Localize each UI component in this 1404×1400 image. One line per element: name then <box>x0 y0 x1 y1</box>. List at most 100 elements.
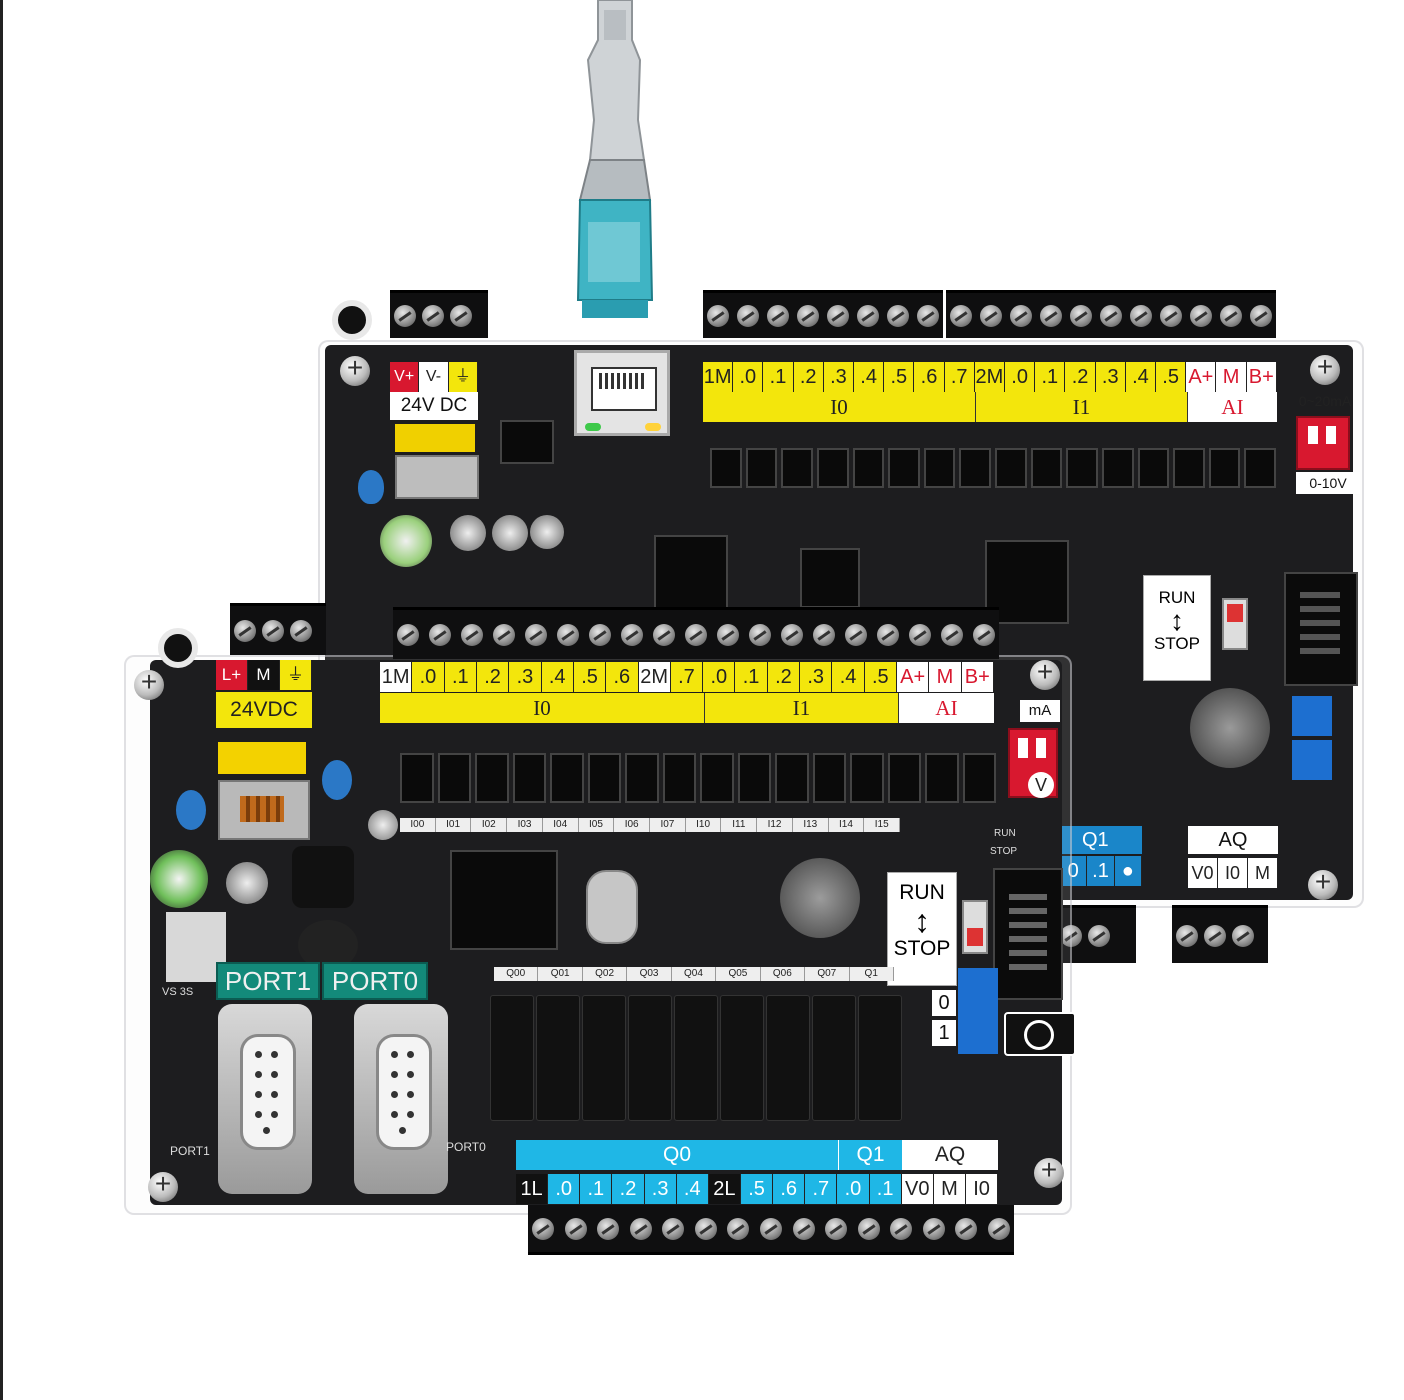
terminal-label: B+ <box>1246 362 1277 392</box>
terminal-screw[interactable] <box>597 1217 620 1240</box>
terminal-screw[interactable] <box>890 1217 913 1240</box>
front-run-stop-plate: RUN ↕ STOP <box>887 872 957 986</box>
group-i1-label: I1 <box>975 392 1187 422</box>
terminal-screw[interactable] <box>922 1217 945 1240</box>
ceramic-capacitor <box>176 790 206 830</box>
vs-silk-label: VS 3S <box>162 986 194 998</box>
ethernet-port[interactable] <box>574 350 670 436</box>
terminal-screw[interactable] <box>532 1217 554 1240</box>
terminal-screw[interactable] <box>621 623 643 646</box>
terminal-screw[interactable] <box>845 623 867 646</box>
terminal-label: .1 <box>869 1174 902 1204</box>
dip-switch[interactable] <box>1296 416 1350 470</box>
terminal-screw[interactable] <box>1100 304 1122 327</box>
terminal-screw[interactable] <box>980 304 1002 327</box>
terminal-screw[interactable] <box>749 623 771 646</box>
terminal-screw[interactable] <box>759 1217 782 1240</box>
mounting-screw <box>148 1168 178 1202</box>
back-aq-terminal-block <box>1172 905 1268 963</box>
terminal-screw[interactable] <box>1160 304 1182 327</box>
terminal-label: .3 <box>1095 362 1126 392</box>
terminal-screw[interactable] <box>450 304 472 327</box>
terminal-screw[interactable] <box>1232 924 1254 947</box>
terminal-screw[interactable] <box>422 304 444 327</box>
pot-1-label: 1 <box>932 1020 956 1046</box>
terminal-screw[interactable] <box>973 623 995 646</box>
terminal-screw[interactable] <box>1250 304 1272 327</box>
terminal-screw[interactable] <box>1190 304 1212 327</box>
terminal-screw[interactable] <box>825 1217 848 1240</box>
terminal-screw[interactable] <box>461 623 483 646</box>
terminal-screw[interactable] <box>1130 304 1152 327</box>
terminal-screw[interactable] <box>813 623 835 646</box>
front-group-labels: I0 I1 AI <box>380 693 994 723</box>
terminal-screw[interactable] <box>987 1217 1010 1240</box>
terminal-screw[interactable] <box>662 1217 685 1240</box>
terminal-screw[interactable] <box>887 304 909 327</box>
terminal-screw[interactable] <box>1204 924 1226 947</box>
terminal-label: .0 <box>1005 362 1036 392</box>
terminal-screw[interactable] <box>525 623 547 646</box>
terminal-screw[interactable] <box>1088 924 1110 947</box>
terminal-screw[interactable] <box>941 623 963 646</box>
terminal-screw[interactable] <box>262 619 284 642</box>
terminal-screw[interactable] <box>727 1217 750 1240</box>
port0-db9-connector[interactable] <box>354 1004 448 1194</box>
terminal-screw[interactable] <box>397 623 419 646</box>
terminal-screw[interactable] <box>653 623 675 646</box>
run-stop-switch[interactable] <box>1222 598 1248 650</box>
terminal-screw[interactable] <box>290 619 312 642</box>
terminal-label: 2M <box>638 662 671 692</box>
terminal-screw[interactable] <box>694 1217 717 1240</box>
port0-silk: PORT0 <box>446 1140 486 1154</box>
terminal-screw[interactable] <box>737 304 759 327</box>
terminal-screw[interactable] <box>767 304 789 327</box>
terminal-screw[interactable] <box>950 304 972 327</box>
terminal-screw[interactable] <box>857 304 879 327</box>
potentiometer[interactable] <box>1292 740 1332 780</box>
terminal-screw[interactable] <box>792 1217 815 1240</box>
terminal-screw[interactable] <box>1070 304 1092 327</box>
terminal-screw[interactable] <box>234 619 256 642</box>
terminal-screw[interactable] <box>629 1217 652 1240</box>
optocoupler <box>816 448 849 488</box>
back-q1-terminals: 0 .1 ● <box>1060 856 1142 886</box>
optocoupler <box>1244 448 1276 488</box>
terminal-screw[interactable] <box>955 1217 978 1240</box>
terminal-screw[interactable] <box>564 1217 587 1240</box>
group-ai-label: AI <box>898 693 994 723</box>
potentiometer[interactable] <box>958 1016 998 1054</box>
terminal-screw[interactable] <box>589 623 611 646</box>
terminal-screw[interactable] <box>797 304 819 327</box>
terminal-screw[interactable] <box>1176 924 1198 947</box>
terminal-screw[interactable] <box>909 623 931 646</box>
terminal-screw[interactable] <box>707 304 729 327</box>
terminal-screw[interactable] <box>781 623 803 646</box>
electrolytic-capacitor <box>368 810 398 840</box>
front-expansion-header[interactable] <box>993 868 1063 1000</box>
run-stop-switch[interactable] <box>962 900 988 954</box>
terminal-screw[interactable] <box>429 623 451 646</box>
terminal-screw[interactable] <box>685 623 707 646</box>
optocoupler <box>662 753 696 803</box>
potentiometer[interactable] <box>1292 696 1332 736</box>
potentiometer[interactable] <box>958 968 998 1016</box>
terminal-label: M <box>1216 362 1247 392</box>
terminal-screw[interactable] <box>827 304 849 327</box>
terminal-screw[interactable] <box>493 623 515 646</box>
terminal-screw[interactable] <box>717 623 739 646</box>
silk-label: Q02 <box>582 967 628 981</box>
terminal-screw[interactable] <box>857 1217 880 1240</box>
port1-db9-connector[interactable] <box>218 1004 312 1194</box>
terminal-screw[interactable] <box>394 304 416 327</box>
terminal-screw[interactable] <box>1040 304 1062 327</box>
relay <box>858 995 902 1121</box>
terminal-screw[interactable] <box>557 623 579 646</box>
terminal-screw[interactable] <box>1220 304 1242 327</box>
terminal-screw[interactable] <box>917 304 939 327</box>
front-output-group-labels: Q0 Q1 AQ <box>516 1140 998 1170</box>
terminal-screw[interactable] <box>877 623 899 646</box>
back-expansion-header[interactable] <box>1284 572 1358 686</box>
terminal-screw[interactable] <box>1010 304 1032 327</box>
